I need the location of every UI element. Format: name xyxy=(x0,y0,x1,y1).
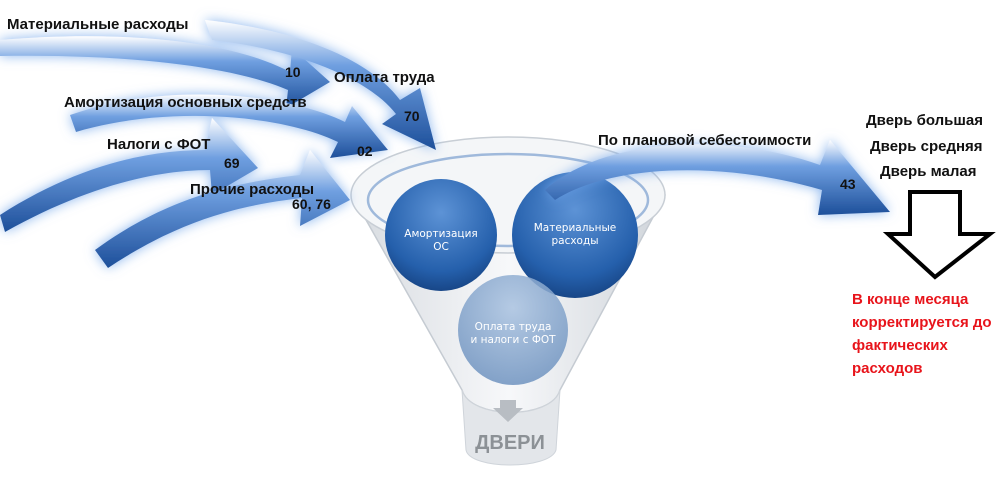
circle-depreciation-label: Амортизация ОС xyxy=(404,228,478,253)
arrow-output xyxy=(545,140,890,215)
product-door-large: Дверь большая xyxy=(866,112,984,129)
arrow-depreciation xyxy=(70,94,388,158)
account-70: 70 xyxy=(404,108,420,124)
account-69: 69 xyxy=(224,155,240,171)
circle-depreciation xyxy=(385,179,497,291)
account-10: 10 xyxy=(285,64,301,80)
circle-labor-label: Оплата труда и налоги с ФОТ xyxy=(470,321,556,346)
funnel-output-label: ДВЕРИ xyxy=(475,432,545,454)
arrow-payroll-taxes xyxy=(0,118,258,232)
arrow-materials xyxy=(0,36,330,108)
circle-materials xyxy=(512,172,638,298)
label-payroll-taxes: Налоги с ФОТ xyxy=(107,136,211,153)
arrow-labor xyxy=(205,20,436,150)
correction-note: В конце месяца корректируется до фактиче… xyxy=(852,291,992,377)
account-02: 02 xyxy=(357,143,373,159)
label-materials: Материальные расходы xyxy=(7,16,189,33)
correction-down-arrow-icon xyxy=(882,190,996,280)
label-other: Прочие расходы xyxy=(190,181,315,198)
account-60-76: 60, 76 xyxy=(292,196,331,212)
product-door-medium: Дверь средняя xyxy=(870,138,983,155)
account-43: 43 xyxy=(840,176,856,192)
label-planned-cost: По плановой себестоимости xyxy=(598,132,812,149)
circle-labor xyxy=(458,275,568,385)
label-labor: Оплата труда xyxy=(334,69,435,86)
funnel-down-arrow-icon xyxy=(493,400,523,422)
circle-materials-label: Материальные расходы xyxy=(533,222,617,247)
product-door-small: Дверь малая xyxy=(880,163,977,180)
label-depreciation: Амортизация основных средств xyxy=(64,94,307,111)
input-arrows xyxy=(0,20,890,268)
arrow-other xyxy=(95,150,350,268)
